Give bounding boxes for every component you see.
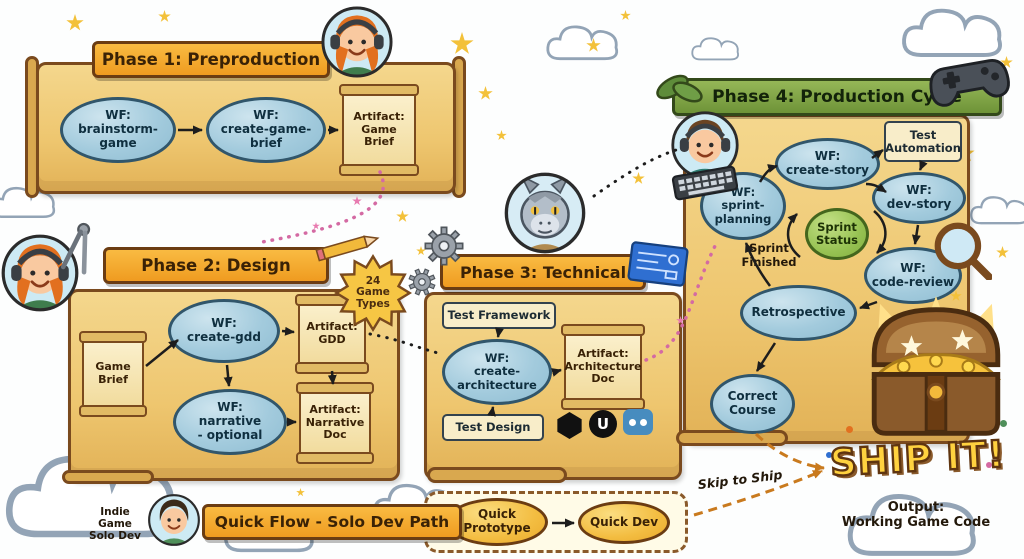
phase1-avatar-icon	[320, 5, 394, 79]
star-icon	[396, 210, 409, 222]
solo-dev-label: Indie Game Solo Dev	[89, 506, 141, 542]
star-icon	[996, 246, 1009, 258]
cloud-icon	[966, 162, 1024, 254]
phase4-title: Phase 4: Production Cycle	[712, 87, 962, 107]
star-icon	[632, 172, 645, 184]
node-test-automation: Test Automation	[884, 121, 962, 162]
output-caption: Output: Working Game Code	[841, 500, 991, 530]
node-quick-prototype: Quick Prototype	[446, 498, 548, 546]
sparkle-icon	[312, 222, 320, 230]
phase3-banner: Phase 3: Technical	[440, 254, 646, 290]
node-game-brief: Game Brief	[79, 331, 147, 417]
quick-flow-banner: Quick Flow - Solo Dev Path	[202, 504, 462, 540]
star-icon	[496, 130, 507, 141]
sprint-finished-label: Sprint Finished	[741, 241, 797, 269]
phase3-avatar-icon	[503, 171, 587, 255]
cloud-icon	[540, 12, 636, 68]
blueprint-icon	[625, 238, 690, 291]
phase1-banner: Phase 1: Preproduction	[92, 41, 330, 78]
star-icon	[158, 10, 171, 22]
node-test-design: Test Design	[442, 414, 544, 441]
node-artifact-architecture-doc: Artifact: Architecture Doc	[561, 324, 645, 410]
phase2-banner: Phase 2: Design	[103, 247, 329, 284]
node-wf-create-gdd: WF: create-gdd	[168, 299, 280, 363]
phase3-title: Phase 3: Technical	[459, 262, 627, 282]
phase2-avatar-icon	[0, 233, 80, 313]
godot-logo-icon	[623, 409, 653, 435]
confetti-dot	[1000, 420, 1007, 427]
confetti-dot	[986, 462, 992, 468]
star-icon	[620, 10, 631, 21]
node-artifact-narrative-doc: Artifact: Narrative Doc	[296, 382, 374, 464]
star-icon	[450, 32, 474, 54]
gear-icon	[408, 268, 436, 296]
drafting-compass-icon	[50, 215, 108, 280]
node-wf-narrative: WF: narrative - optional	[173, 389, 287, 455]
unreal-letter: U	[596, 415, 610, 433]
star-icon	[296, 488, 305, 497]
magnifier-icon	[930, 218, 992, 280]
scroll-roll	[676, 430, 788, 446]
phase2-title: Phase 2: Design	[141, 256, 291, 275]
node-retrospective: Retrospective	[740, 285, 857, 341]
scroll-roll	[62, 470, 154, 484]
treasure-chest-icon	[852, 296, 1020, 448]
node-quick-dev: Quick Dev	[578, 501, 670, 544]
phase1-title: Phase 1: Preproduction	[101, 50, 321, 69]
node-sprint-status: Sprint Status	[805, 208, 869, 260]
star-icon	[66, 14, 84, 31]
gear-icon	[424, 226, 464, 266]
node-wf-dev-story: WF: dev-story	[872, 172, 966, 224]
scroll-roll	[427, 467, 567, 483]
star-icon	[950, 290, 962, 301]
star-icon	[1000, 56, 1013, 68]
confetti-dot	[846, 426, 853, 433]
keyboard-icon	[670, 164, 740, 201]
unreal-logo-icon: U	[589, 410, 617, 438]
game-controller-icon	[922, 47, 1016, 115]
node-wf-brainstorm-game: WF: brainstorm- game	[60, 97, 176, 163]
node-wf-create-game-brief: WF: create-game- brief	[206, 97, 326, 163]
node-artifact-game-brief: Artifact: Game Brief	[339, 84, 419, 176]
star-icon	[478, 86, 493, 100]
ship-it-text: SHIP IT!	[828, 431, 1008, 486]
sparkle-icon	[352, 196, 362, 206]
cloud-icon	[688, 26, 750, 68]
node-wf-code-review: WF: code-review	[864, 247, 962, 304]
quick-flow-title: Quick Flow - Solo Dev Path	[214, 513, 450, 531]
leaves-icon	[650, 62, 710, 112]
confetti-dot	[826, 452, 832, 458]
cloud-icon	[812, 470, 1024, 559]
cloud-icon	[890, 0, 1024, 68]
node-correct-course: Correct Course	[710, 374, 795, 434]
node-wf-create-architecture: WF: create- architecture	[442, 339, 552, 405]
star-icon	[416, 246, 426, 256]
node-wf-create-story: WF: create-story	[775, 138, 880, 190]
solo-dev-avatar-icon	[147, 493, 201, 547]
skip-to-ship-label: Skip to Ship	[696, 466, 784, 493]
node-test-framework: Test Framework	[442, 302, 556, 329]
